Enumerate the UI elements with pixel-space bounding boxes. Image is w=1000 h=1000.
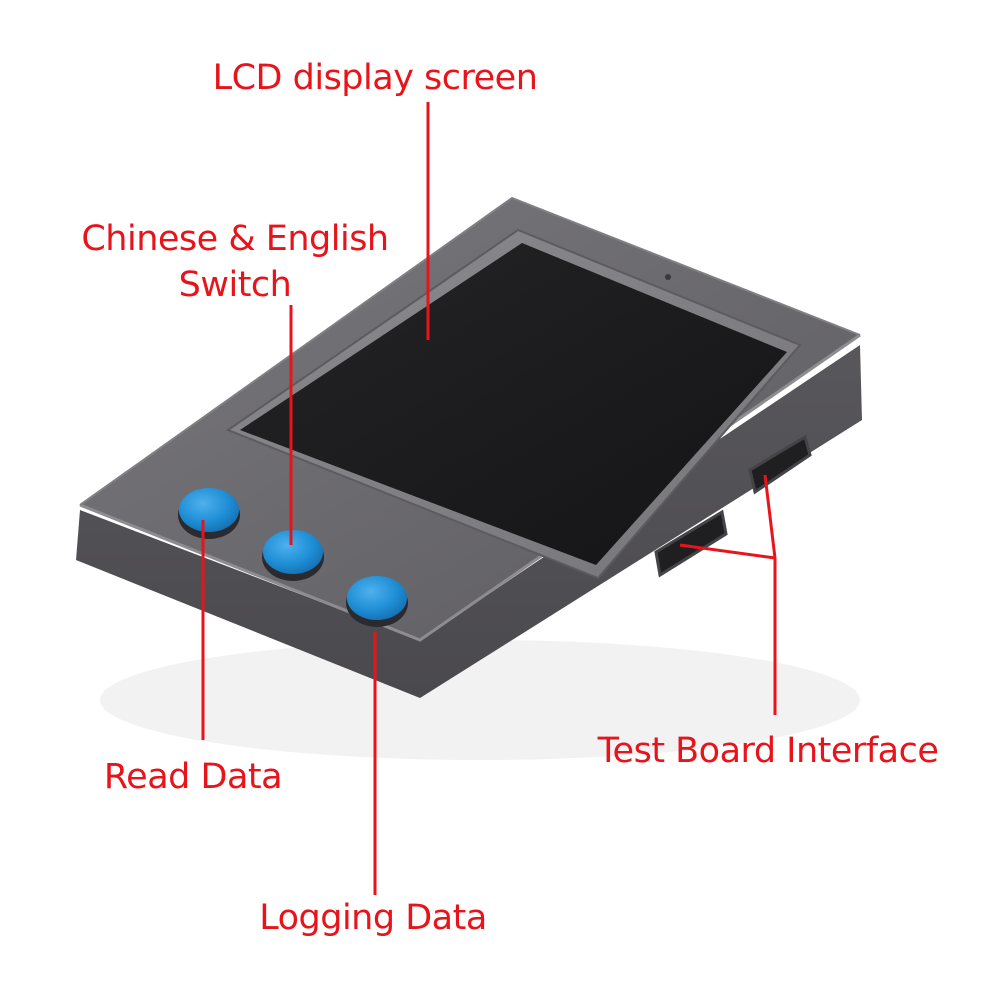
logging-data-label: Logging Data bbox=[259, 898, 487, 938]
device-front-face bbox=[76, 345, 862, 698]
test-board-slots bbox=[654, 434, 812, 578]
read-data-button[interactable] bbox=[178, 488, 240, 539]
language-switch-label-line1: Chinese & English bbox=[81, 219, 389, 259]
lcd-screen bbox=[240, 243, 787, 565]
tester-device bbox=[76, 196, 862, 760]
sensor-dot-icon bbox=[665, 274, 671, 280]
read-data-label: Read Data bbox=[103, 757, 283, 797]
test-board-interface-label: Test Board Interface bbox=[597, 731, 939, 771]
slot-lower bbox=[654, 509, 728, 578]
language-switch-button[interactable] bbox=[262, 530, 324, 581]
leader-lines bbox=[201, 102, 777, 895]
leader-line-interface-lower bbox=[679, 543, 776, 560]
leader-line-interface-upper bbox=[763, 474, 777, 559]
device-back-edge bbox=[79, 196, 861, 506]
language-switch-label-line2: Switch bbox=[178, 265, 292, 305]
lcd-display-label: LCD display screen bbox=[212, 58, 538, 98]
device-shadow bbox=[100, 640, 860, 760]
logging-data-button[interactable] bbox=[346, 576, 408, 627]
language-switch-label: Chinese & English Switch bbox=[60, 216, 410, 308]
